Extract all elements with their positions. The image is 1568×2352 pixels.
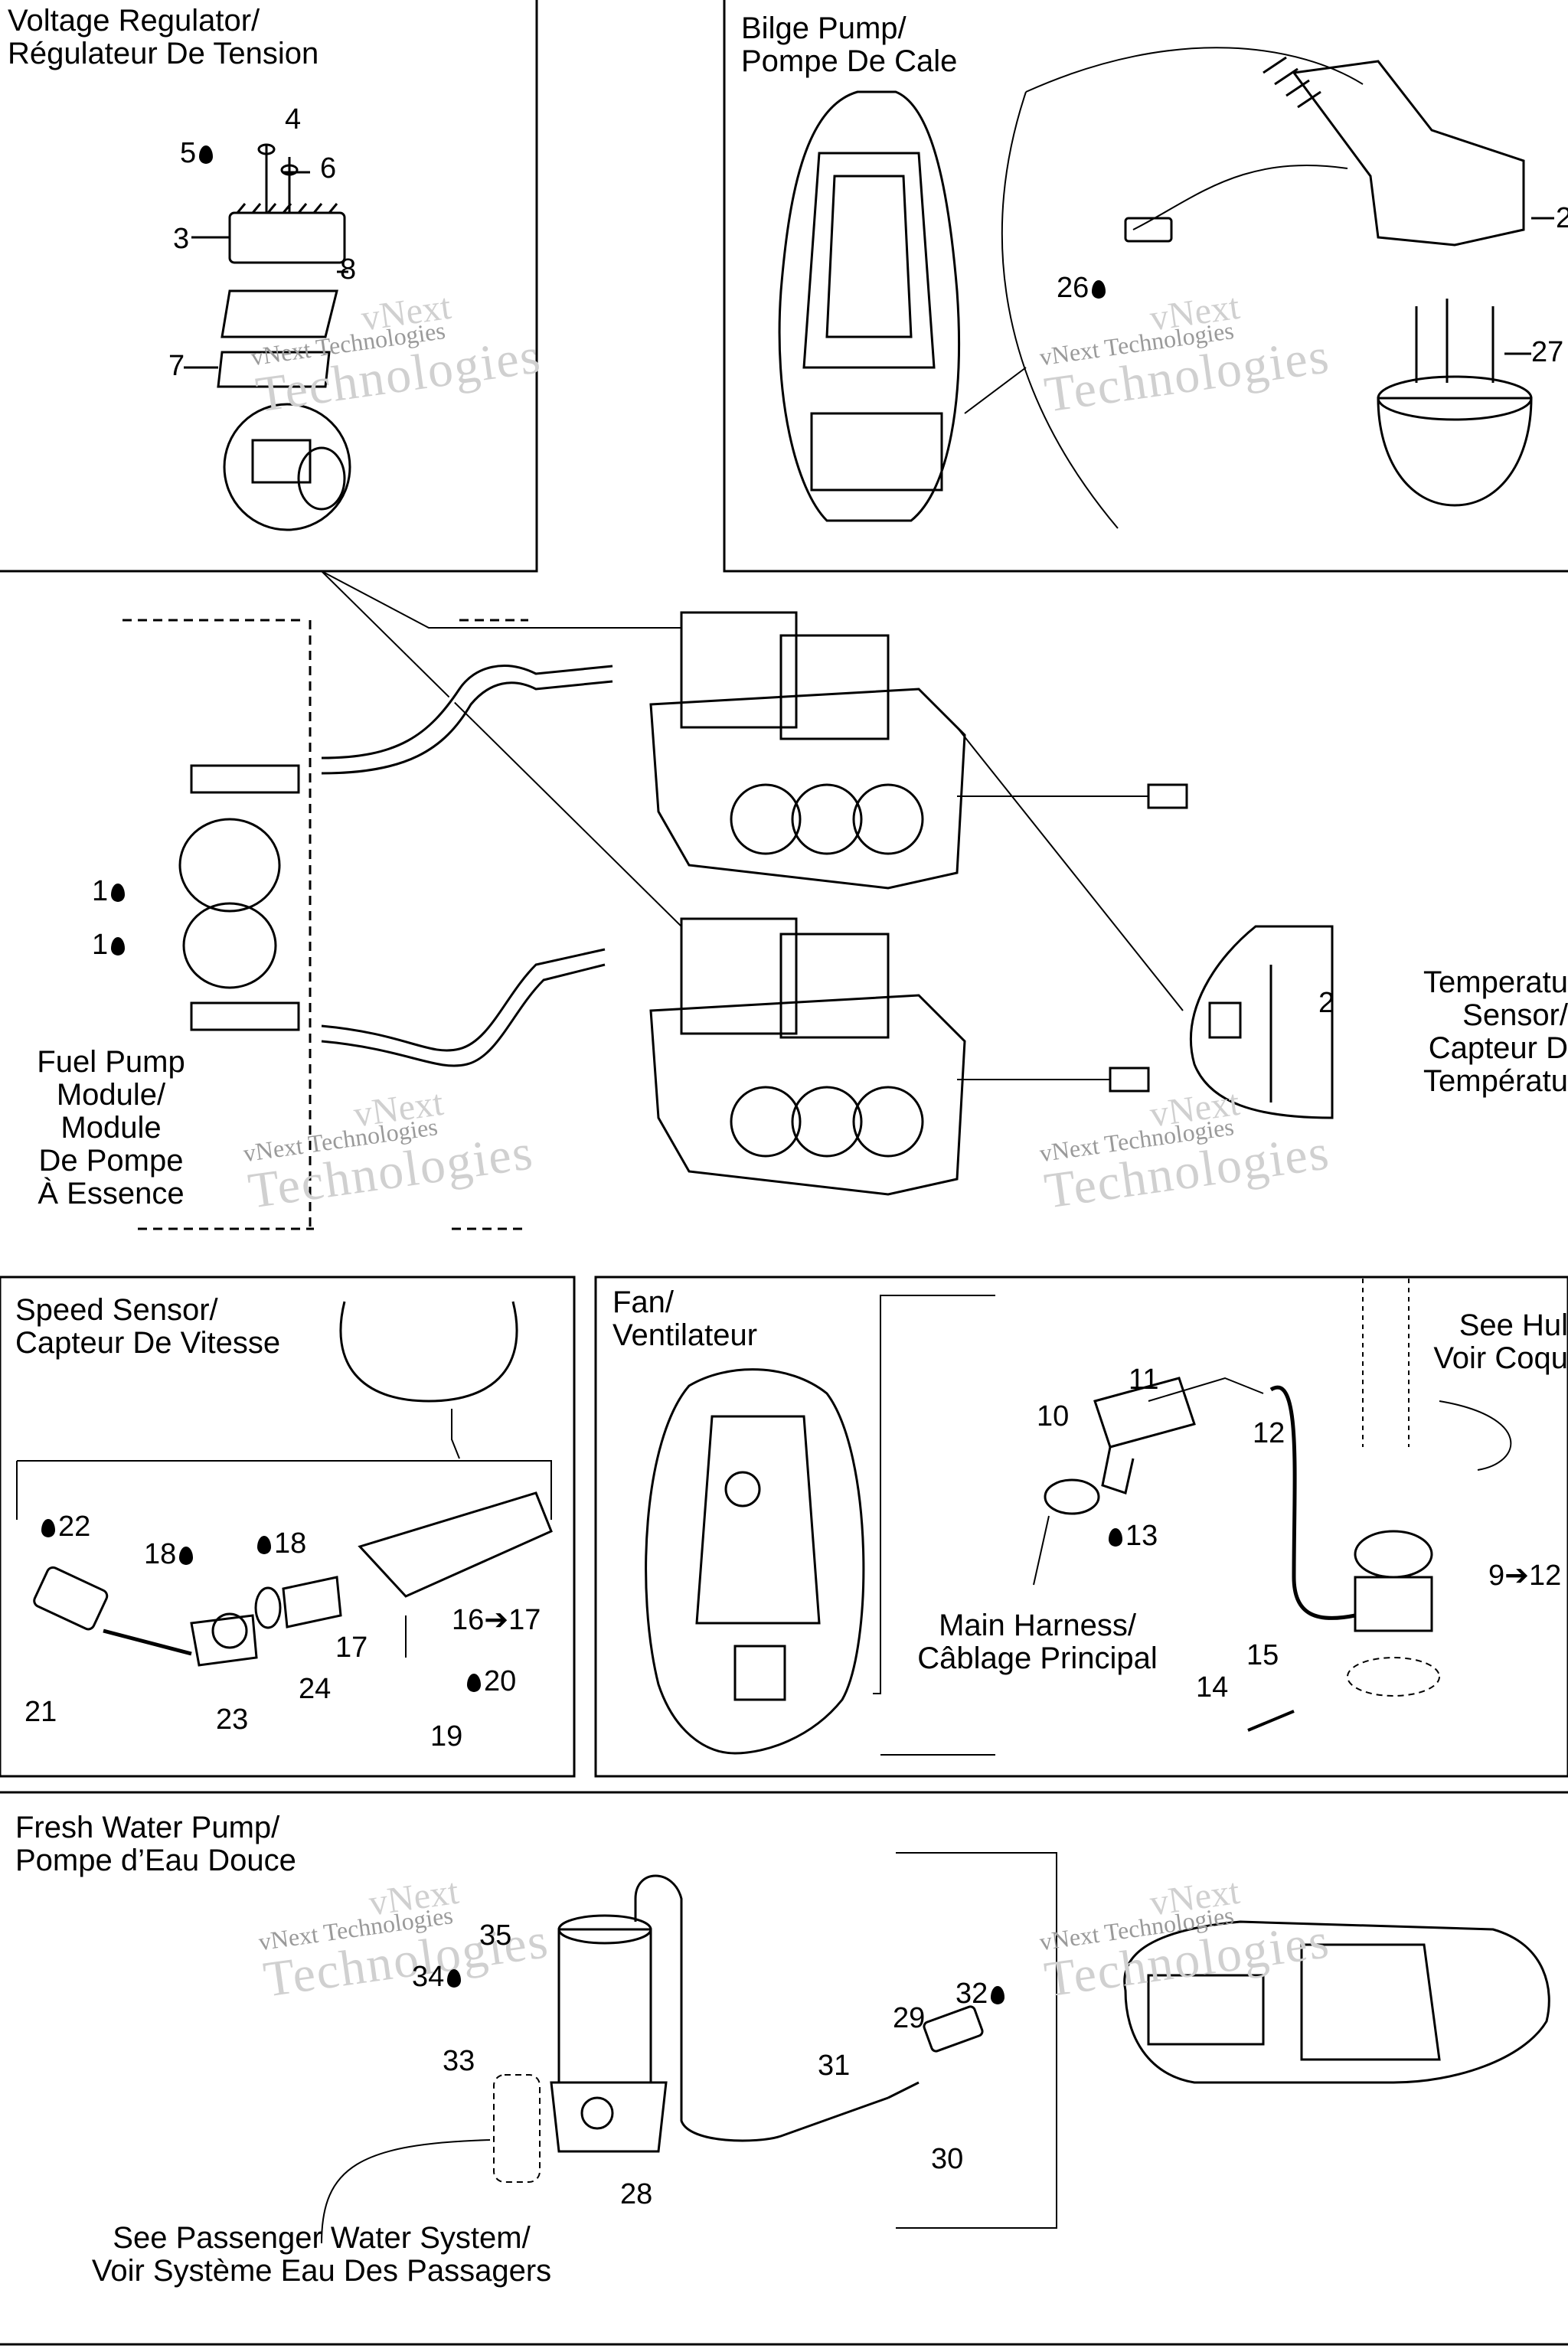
- callout-11: 11: [1129, 1364, 1159, 1396]
- callout-18-right: 18: [254, 1528, 306, 1559]
- callout-14: 14: [1196, 1671, 1229, 1704]
- callout-20: 20: [464, 1666, 516, 1697]
- sealant-drop-icon: [41, 1519, 55, 1537]
- callout-12: 12: [1253, 1417, 1285, 1449]
- sealant-drop-icon: [1092, 280, 1106, 299]
- voltage-regulator-frame: [0, 0, 538, 573]
- callout-9-12: 9➔12: [1488, 1560, 1562, 1592]
- sealant-drop-icon: [991, 1986, 1005, 2004]
- callout-6: 6: [320, 152, 337, 185]
- speed-sensor-title: Speed Sensor/ Capteur De Vitesse: [15, 1293, 281, 1360]
- fan-frame: [594, 1276, 1568, 1778]
- callout-33: 33: [443, 2045, 475, 2077]
- bilge-pump-title: Bilge Pump/ Pompe De Cale: [741, 11, 958, 78]
- callout-32: 32: [956, 1978, 1008, 2009]
- fan-drawing: [645, 1279, 1512, 1756]
- sealant-drop-icon: [467, 1674, 481, 1692]
- fuel-pump-module-label: Fuel Pump Module/ Module De Pompe À Esse…: [37, 1045, 185, 1210]
- sealant-drop-icon: [1109, 1528, 1122, 1547]
- callout-27: 27: [1531, 336, 1564, 368]
- callout-35: 35: [479, 1919, 512, 1952]
- callout-19: 19: [430, 1720, 463, 1753]
- fresh-water-pump-title: Fresh Water Pump/ Pompe d’Eau Douce: [15, 1811, 296, 1877]
- callout-2-bilge: 2: [1556, 202, 1568, 234]
- callout-15: 15: [1246, 1639, 1279, 1671]
- callout-17: 17: [335, 1632, 368, 1664]
- callout-22: 22: [38, 1511, 90, 1542]
- bilge-pump-frame: [723, 0, 1568, 573]
- callout-31: 31: [818, 2050, 851, 2082]
- main-harness-label: Main Harness/ Câblage Principal: [917, 1609, 1158, 1675]
- callout-7: 7: [168, 350, 185, 382]
- callout-24: 24: [299, 1673, 332, 1705]
- fan-title: Fan/ Ventilateur: [612, 1285, 758, 1352]
- sealant-drop-icon: [257, 1536, 271, 1554]
- sealant-drop-icon: [447, 1969, 462, 1988]
- callout-18-left: 18: [144, 1539, 196, 1570]
- sealant-drop-icon: [199, 145, 214, 164]
- voltage-regulator-title: Voltage Regulator/ Régulateur De Tension: [8, 4, 319, 70]
- speed-sensor-drawing: [16, 1301, 553, 1667]
- callout-26: 26: [1057, 273, 1109, 303]
- passenger-water-system-label: See Passenger Water System/ Voir Système…: [91, 2221, 552, 2288]
- callout-10: 10: [1037, 1400, 1070, 1432]
- voltage-regulator-drawing: [184, 143, 351, 531]
- callout-3: 3: [173, 223, 190, 255]
- callout-1-lower: 1: [92, 929, 128, 960]
- callout-1-upper: 1: [92, 876, 128, 906]
- callout-30: 30: [931, 2143, 964, 2175]
- callout-2-temperature: 2: [1318, 987, 1335, 1019]
- callout-13: 13: [1106, 1521, 1158, 1551]
- see-hull-label: See Hul Voir Coqu: [1433, 1308, 1568, 1375]
- temperature-sensor-label: Temperatu Sensor/ Capteur D Températu: [1423, 965, 1568, 1098]
- bilge-pump-drawing: [778, 47, 1554, 529]
- sealant-drop-icon: [111, 937, 126, 956]
- fresh-water-pump-drawing: [321, 1852, 1550, 2244]
- callout-29: 29: [893, 2002, 926, 2034]
- callout-8: 8: [340, 253, 357, 286]
- sealant-drop-icon: [179, 1547, 194, 1565]
- harness-drawing: [122, 570, 1334, 1230]
- callout-23: 23: [216, 1704, 249, 1736]
- callout-5: 5: [180, 138, 216, 168]
- callout-28: 28: [620, 2178, 653, 2210]
- sealant-drop-icon: [111, 884, 126, 902]
- callout-34: 34: [412, 1962, 464, 1992]
- speed-sensor-frame: [0, 1276, 576, 1778]
- callout-21: 21: [24, 1696, 57, 1728]
- callout-16-17: 16➔17: [452, 1604, 541, 1636]
- callout-4: 4: [285, 103, 302, 136]
